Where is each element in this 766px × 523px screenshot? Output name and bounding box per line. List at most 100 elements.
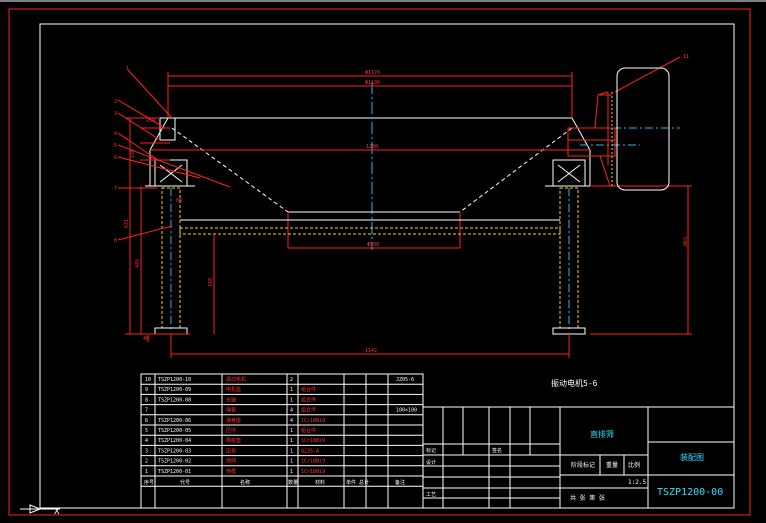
dim-right: 590 <box>681 237 687 246</box>
label-sheet: 共 张 第 张 <box>570 494 605 502</box>
header-qty: 数量 <box>288 479 298 486</box>
part-row-no: 7 <box>145 408 148 414</box>
header-name: 名称 <box>240 479 250 486</box>
part-row-name: 筛框 <box>226 468 236 475</box>
balloon-3: 3 <box>114 111 117 117</box>
dim-h2: 449 <box>135 259 141 268</box>
part-row-code: TSZP1200-09 <box>158 387 191 393</box>
part-row-mat: 1Cr18Ni9 <box>301 438 325 444</box>
part-row-no: 1 <box>145 469 148 475</box>
remark-1: JZ05-6 <box>396 377 414 383</box>
part-row-qty: 1 <box>290 428 293 434</box>
balloon-2: 2 <box>114 99 117 105</box>
dim-leg: 310 <box>208 278 214 287</box>
part-row-qty: 4 <box>290 408 293 414</box>
part-row-mat: 组合件 <box>301 386 316 393</box>
dim-small3: 80 <box>176 198 182 204</box>
part-row-qty: 1 <box>290 459 293 465</box>
part-row-mat: 组合件 <box>301 396 316 403</box>
part-row-no: 8 <box>145 397 148 403</box>
part-row-qty: 2 <box>290 377 293 383</box>
part-row-name: 电机座 <box>226 386 241 393</box>
part-row-mat: 组合件 <box>301 427 316 434</box>
svg-text:X: X <box>54 507 60 517</box>
part-row-mat: Q235-A <box>301 448 319 454</box>
part-row-code: TSZP1200-10 <box>158 377 191 383</box>
label-weight: 重量 <box>606 461 618 469</box>
part-row-no: 6 <box>145 418 148 424</box>
dim-bottom: Φ500 <box>367 242 379 248</box>
hopper-right <box>459 127 573 213</box>
part-row-code: TSZP1200-01 <box>158 469 191 475</box>
balloon-texts: 1 2 3 4 5 6 7 8 11 <box>114 54 689 244</box>
part-row-qty: 1 <box>290 448 293 454</box>
dim-small4: 40 <box>143 336 149 342</box>
part-row-code: TSZP1200-03 <box>158 448 191 454</box>
dim-small2: 150 <box>130 149 136 158</box>
part-row-code: TSZP1200-05 <box>158 428 191 434</box>
part-row-name: 压板 <box>226 447 236 454</box>
part-row-mat: 1Cr18Ni9 <box>301 469 325 475</box>
title-block-texts: 直排筛 装配图 TSZP1200-00 1:2.5 阶段标记 重量 比例 标记 … <box>426 429 723 502</box>
label-sign: 签名 <box>492 447 502 454</box>
part-row-no: 5 <box>145 428 148 434</box>
dim-top1: Φ1170 <box>365 70 380 76</box>
part-row-name: 橡胶垫 <box>226 437 241 444</box>
remark-2: 100×100 <box>396 408 417 414</box>
part-row-qty: 4 <box>290 418 293 424</box>
part-row-mat: 1Cr18Ni9 <box>301 459 325 465</box>
drawing-name: 装配图 <box>680 452 704 462</box>
part-row-name: 筛网 <box>226 458 236 465</box>
header-weight: 单件 总计 <box>346 479 369 486</box>
product-name: 直排筛 <box>590 429 614 439</box>
part-row-qty: 1 <box>290 397 293 403</box>
dim-total: 631 <box>124 219 130 228</box>
balloon-4: 4 <box>114 131 117 137</box>
dim-base: 1142 <box>365 348 377 354</box>
header-code: 代号 <box>180 479 190 486</box>
ucs-axis-icon: X <box>20 504 60 517</box>
balloon-5: 5 <box>114 143 117 149</box>
balloon-11: 11 <box>683 54 689 60</box>
label-stage: 阶段标记 <box>571 461 595 469</box>
balloon-8: 8 <box>114 238 117 244</box>
title-block <box>422 406 735 509</box>
part-row-qty: 1 <box>290 387 293 393</box>
part-row-mat: 组合件 <box>301 407 316 414</box>
dimension-texts: Φ1170 Φ1100 1200 Φ500 1142 590 310 631 4… <box>124 70 687 354</box>
part-row-no: 10 <box>145 377 151 383</box>
header-mat: 材料 <box>315 479 325 486</box>
part-row-name: 振动电机 <box>226 376 246 383</box>
balloon-6: 6 <box>114 155 117 161</box>
dim-middle: 1200 <box>366 144 378 150</box>
balloon-7: 7 <box>114 186 117 192</box>
part-row-code: TSZP1200-08 <box>158 397 191 403</box>
drawing-title: 振动电机5-6 <box>551 378 598 388</box>
header-remark: 备注 <box>395 479 405 486</box>
sheet-border-outer <box>8 8 751 516</box>
hopper-left <box>171 127 289 213</box>
part-row-code: TSZP1200-06 <box>158 418 191 424</box>
part-row-mat: 1Cr18Ni9 <box>301 418 325 424</box>
label-design: 设计 <box>426 459 436 466</box>
dim-top2: Φ1100 <box>365 80 380 86</box>
part-row-qty: 1 <box>290 469 293 475</box>
part-row-name: 压环 <box>226 428 236 434</box>
part-row-no: 3 <box>145 448 148 454</box>
header-no: 序号 <box>144 479 154 486</box>
part-row-code: TSZP1200-02 <box>158 459 191 465</box>
balloon-1: 1 <box>126 66 129 72</box>
label-process: 工艺 <box>426 492 436 498</box>
drawing-number: TSZP1200-00 <box>657 487 723 498</box>
vibration-motor <box>616 67 670 191</box>
motor-base <box>567 127 616 157</box>
cross-beam <box>179 227 561 235</box>
label-mark: 标记 <box>426 447 436 454</box>
part-row-qty: 1 <box>290 438 293 444</box>
scale-value: 1:2.5 <box>628 479 646 486</box>
label-scale: 比例 <box>628 461 640 469</box>
part-row-name: 支腿 <box>226 396 236 403</box>
part-row-no: 2 <box>145 459 148 465</box>
